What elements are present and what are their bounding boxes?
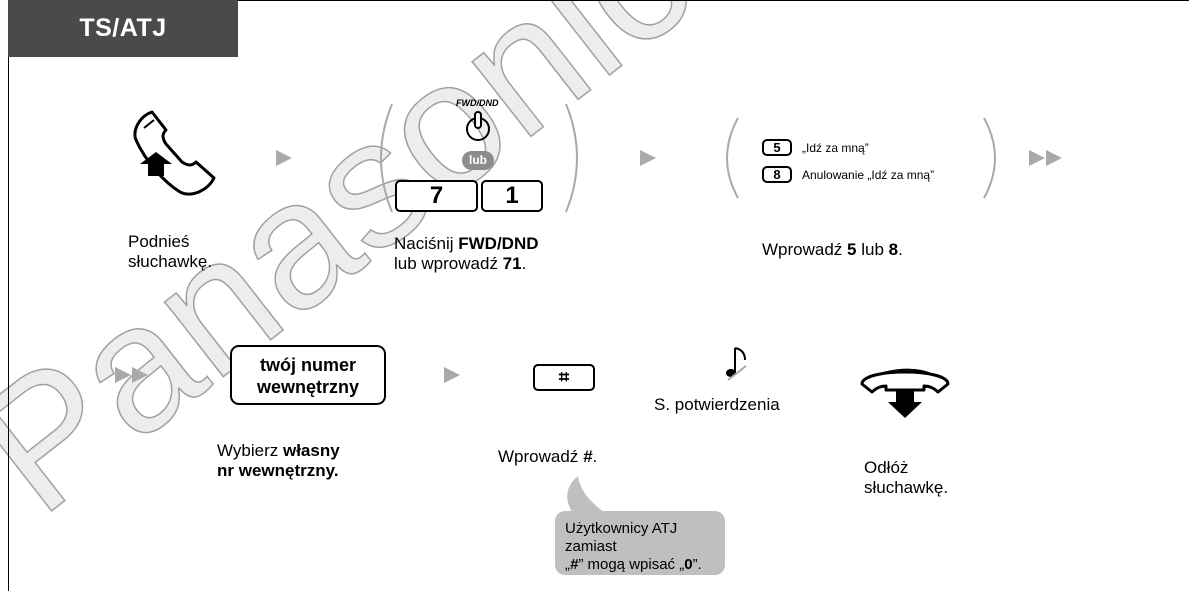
caption-line: słuchawkę. — [128, 252, 213, 271]
flow-arrow-double — [115, 367, 131, 383]
bracket-right — [565, 103, 578, 213]
caption-text: Wprowadź — [762, 240, 848, 259]
caption-text: lub wprowadź — [394, 254, 503, 273]
option-label: Anulowanie „Idź za mną” — [802, 168, 935, 182]
caption-bold: 71 — [502, 254, 522, 273]
step7-caption: Odłóż słuchawkę. — [864, 458, 948, 498]
box-line: twój numer — [259, 355, 356, 375]
flow-arrow — [276, 150, 292, 166]
bracket-right — [983, 117, 996, 199]
handset-lift-icon — [133, 110, 216, 196]
caption-text: lub — [856, 240, 889, 259]
caption-text: . — [592, 447, 598, 466]
note-text: ”. — [692, 556, 702, 573]
note-line: Użytkownicy ATJ zamiast — [565, 520, 678, 555]
caption-bold: # — [583, 447, 593, 466]
caption-bold: 8 — [888, 240, 899, 259]
step4-caption: Wybierz własny nr wewnętrzny. — [217, 441, 340, 481]
dial-key-7[interactable]: 7 — [395, 180, 478, 212]
box-line: wewnętrzny — [256, 377, 360, 397]
atj-note: Użytkownicy ATJ zamiast „#” mogą wpisać … — [555, 511, 725, 575]
option-label: „Idź za mną” — [802, 141, 869, 155]
flow-arrow-double — [1029, 150, 1045, 166]
note-bubble-tail — [567, 476, 604, 512]
step5-caption: Wprowadź #. — [498, 447, 597, 467]
music-note-icon — [726, 347, 747, 381]
watermark-text: Panasonic — [0, 0, 727, 551]
flow-arrow-double — [132, 367, 148, 383]
flow-arrow — [444, 367, 460, 383]
caption-bold: nr wewnętrzny. — [217, 461, 339, 480]
note-bold: 0 — [684, 556, 693, 573]
caption-text: . — [898, 240, 903, 259]
bracket-left — [380, 103, 393, 213]
caption-line: słuchawkę. — [864, 478, 949, 497]
or-badge: lub — [462, 151, 494, 170]
fwd-dnd-label: FWD/DND — [456, 98, 499, 108]
step1-caption: Podnieś słuchawkę. — [128, 232, 212, 272]
dial-key-8[interactable]: 8 — [762, 166, 792, 183]
note-text: „ — [565, 556, 570, 573]
caption-bold: FWD/DND — [458, 234, 539, 253]
dial-key-hash[interactable]: ⌗ — [533, 364, 595, 391]
mode-tab: TS/ATJ — [8, 0, 238, 57]
dial-key-1[interactable]: 1 — [481, 180, 543, 212]
flow-arrow — [640, 150, 656, 166]
own-extension-box: twój numer wewnętrzny — [230, 345, 386, 405]
fwd-dnd-key-icon — [466, 111, 490, 141]
caption-line: Odłóż — [864, 458, 909, 477]
caption-bold: własny — [282, 441, 340, 460]
caption-text: Wybierz — [217, 441, 283, 460]
step2-caption: Naciśnij FWD/DND lub wprowadź 71. — [394, 234, 539, 274]
dial-key-5[interactable]: 5 — [762, 139, 792, 156]
confirmation-tone-caption: S. potwierdzenia — [654, 395, 780, 414]
flow-arrow-double — [1046, 150, 1062, 166]
caption-text: Wprowadź — [498, 447, 584, 466]
step3-caption: Wprowadź 5 lub 8. — [762, 240, 903, 260]
caption-line: Podnieś — [128, 232, 190, 251]
note-bold: # — [570, 556, 579, 573]
caption-text: . — [521, 254, 527, 273]
handset-hangup-icon — [860, 368, 950, 418]
bracket-left — [726, 117, 739, 199]
caption-text: Naciśnij — [394, 234, 459, 253]
caption-bold: 5 — [847, 240, 857, 259]
content-frame — [8, 0, 1189, 591]
note-text: ” mogą wpisać „ — [578, 556, 685, 573]
